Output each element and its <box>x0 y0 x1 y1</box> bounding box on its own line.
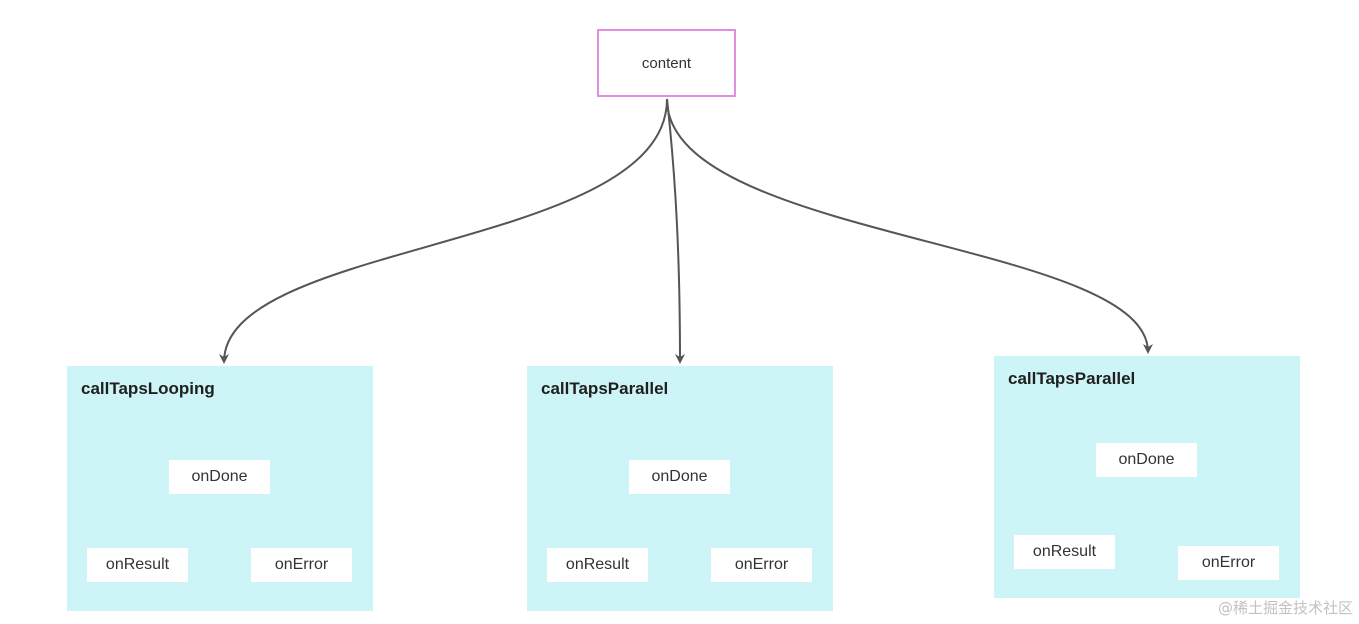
content-node[interactable]: content <box>597 29 736 97</box>
on-error-node[interactable]: onError <box>251 548 352 582</box>
on-result-node[interactable]: onResult <box>87 548 188 582</box>
on-done-node[interactable]: onDone <box>169 460 270 494</box>
group-call-taps-parallel-1[interactable]: callTapsParallel onDone onResult onError <box>527 366 833 611</box>
edge-content-to-group-1 <box>219 98 668 364</box>
group-title: callTapsParallel <box>1008 369 1136 388</box>
on-done-node[interactable]: onDone <box>629 460 730 494</box>
on-result-node[interactable]: onResult <box>1014 535 1115 569</box>
on-result-node[interactable]: onResult <box>547 548 648 582</box>
edge-content-to-group-2 <box>666 98 685 364</box>
edge-content-to-group-3 <box>666 98 1153 354</box>
on-error-node[interactable]: onError <box>1178 546 1279 580</box>
on-error-node[interactable]: onError <box>711 548 812 582</box>
group-call-taps-parallel-2[interactable]: callTapsParallel onDone onResult onError <box>994 356 1300 598</box>
on-done-node[interactable]: onDone <box>1096 443 1197 477</box>
group-call-taps-looping[interactable]: callTapsLooping onDone onResult onError <box>67 366 373 611</box>
group-title: callTapsLooping <box>81 379 215 398</box>
group-title: callTapsParallel <box>541 379 669 398</box>
watermark: @稀土掘金技术社区 <box>1217 599 1353 617</box>
